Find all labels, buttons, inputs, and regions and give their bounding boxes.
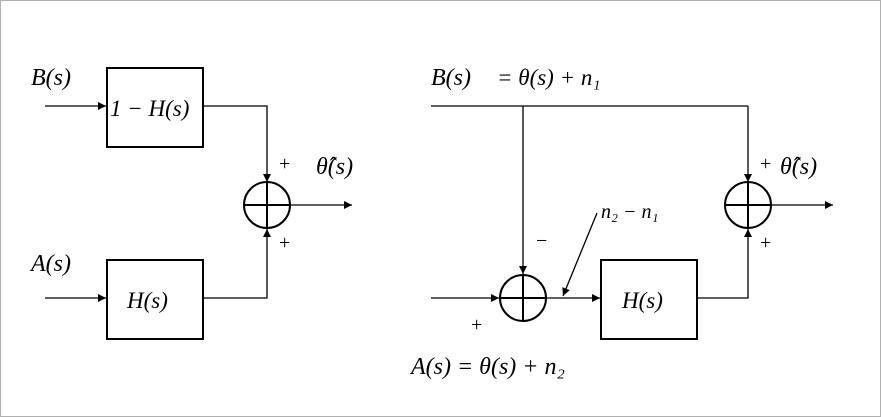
left-sum-sign-top: + <box>279 153 290 175</box>
right-sum1-sign-left: + <box>471 314 482 336</box>
left-input-b-label: B(s) <box>31 65 71 91</box>
left-diagram <box>45 67 352 340</box>
right-input-b-label: B(s) <box>431 65 471 91</box>
left-block-bottom-label: H(s) <box>126 288 168 313</box>
left-input-a-label: A(s) <box>29 251 71 277</box>
left-top-path <box>203 105 271 182</box>
right-error-label: n₂ − n₁ <box>601 201 658 223</box>
right-input-a-label: A(s) = θ(s) + n₂ <box>409 354 565 380</box>
right-error-pointer <box>562 212 598 297</box>
left-bottom-path <box>203 229 271 299</box>
left-sum-sign-bottom: + <box>279 232 290 254</box>
right-block-to-sum2 <box>697 229 752 299</box>
right-input-b-equation: = θ(s) + n₁ <box>497 65 600 90</box>
right-sum2-sign-top: + <box>760 153 771 175</box>
right-summing-junction-1 <box>499 274 547 322</box>
left-output-label: θ̂(s) <box>316 154 353 180</box>
right-summing-junction-2 <box>724 181 772 229</box>
right-output-label: θ̂(s) <box>780 154 817 180</box>
right-sum1-sign-top: − <box>536 230 547 252</box>
left-summing-junction <box>243 181 291 229</box>
right-block-label: H(s) <box>621 288 663 313</box>
left-block-1-minus-h <box>106 67 204 148</box>
right-sum2-sign-bottom: + <box>760 232 771 254</box>
left-block-top-label: 1 − H(s) <box>110 96 189 121</box>
right-diagram <box>431 105 833 340</box>
left-block-h <box>106 259 204 340</box>
right-block-h <box>600 259 698 340</box>
